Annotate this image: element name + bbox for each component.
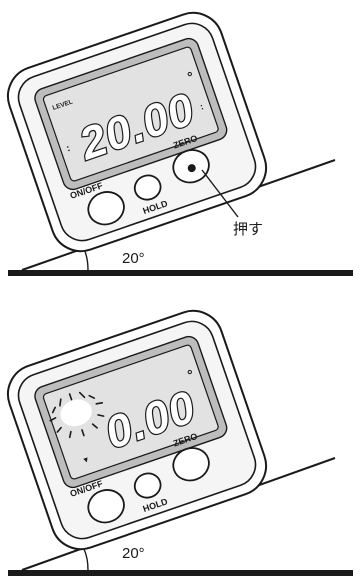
panel-2: 20° (6, 309, 353, 576)
angle-arc (83, 248, 89, 271)
hold-button[interactable] (131, 172, 163, 203)
floor-line (8, 570, 353, 576)
on-off-button[interactable] (84, 485, 128, 527)
degree-symbol: ° (185, 68, 196, 85)
lcd-screen (42, 46, 219, 182)
press-callout: 押す (233, 221, 263, 238)
press-indicator-dot (187, 164, 196, 173)
colon-indicator: : (65, 143, 72, 154)
panel-1: 20° LEVEL : 20.00 ° : ON/OFF HOLD ZERO 押… (6, 11, 353, 276)
level-device: LEVEL : 20.00 ° : ON/OFF HOLD ZERO (6, 11, 268, 253)
on-off-button[interactable] (84, 187, 128, 229)
lcd-screen (42, 344, 219, 480)
callout-leader (201, 169, 239, 218)
angle-label: 20° (122, 250, 145, 267)
zero-button[interactable] (169, 443, 213, 485)
level-device: ▾ 0.00 ° ON/OFF HOLD ZERO (6, 309, 268, 551)
blinking-indicator (49, 391, 105, 439)
hold-button[interactable] (131, 470, 163, 501)
degree-symbol: ° (185, 366, 196, 383)
angle-label: 20° (122, 545, 145, 562)
angle-arc (83, 548, 89, 571)
colon-indicator-right: : (199, 101, 205, 111)
floor-line (8, 270, 353, 276)
small-indicator: ▾ (82, 455, 91, 465)
